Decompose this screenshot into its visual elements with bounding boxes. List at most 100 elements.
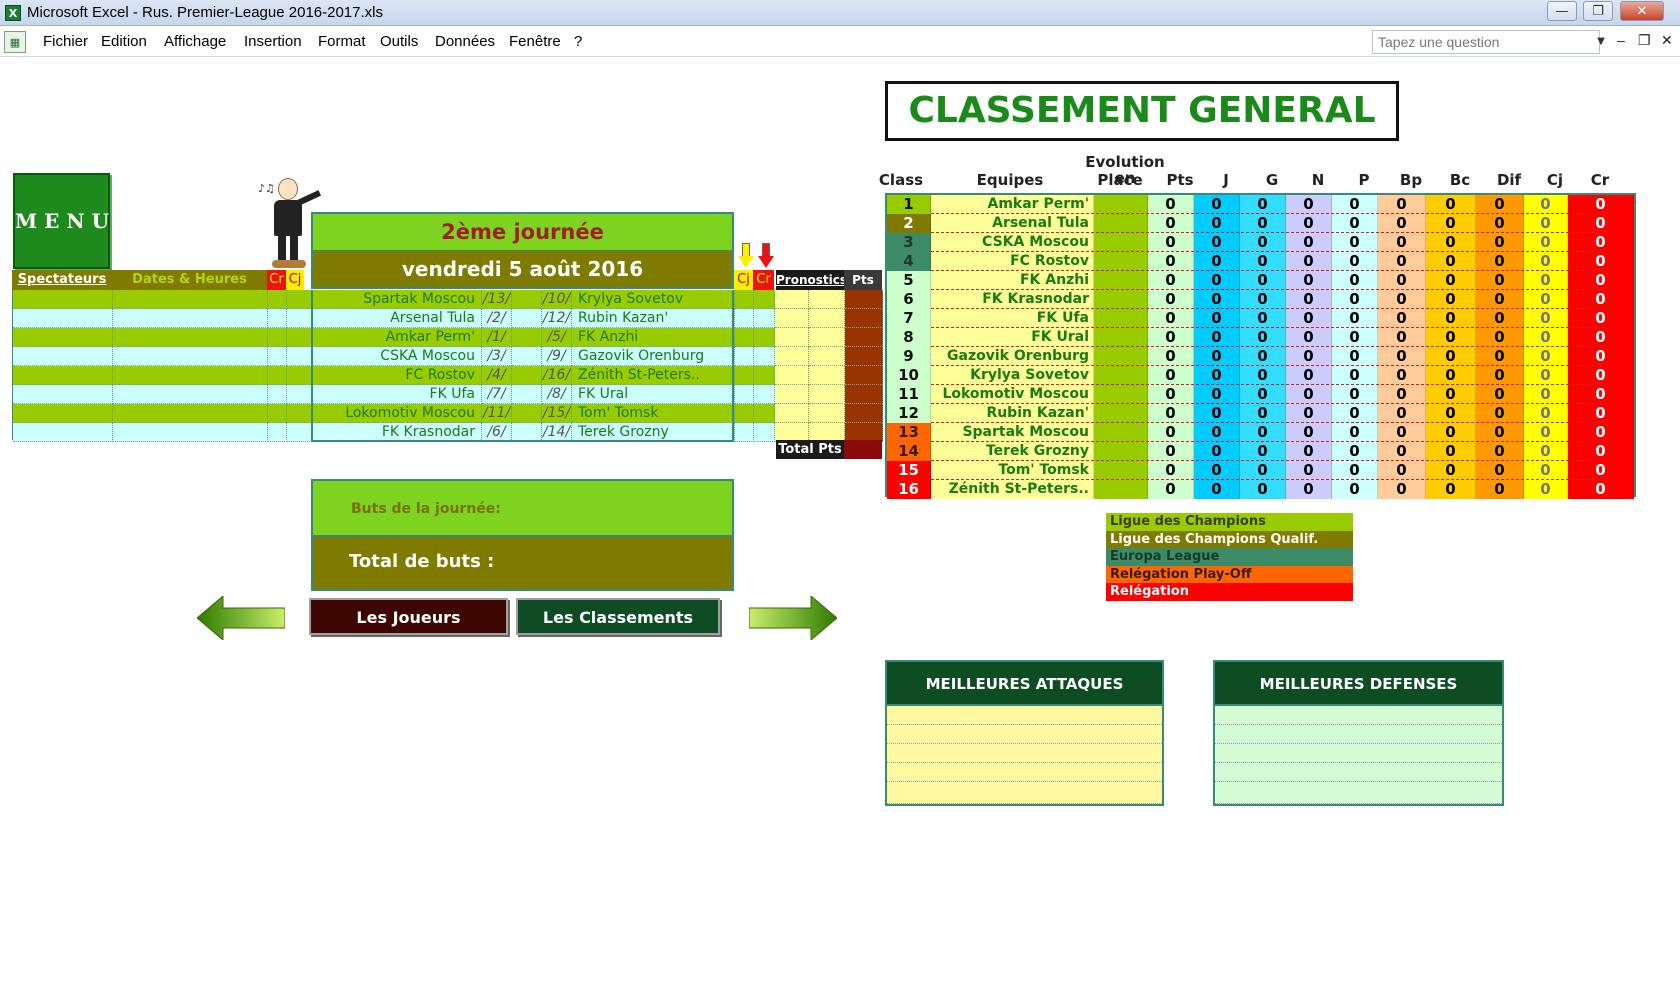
fixture-cell[interactable] <box>113 366 268 385</box>
header-spectateurs[interactable]: Spectateurs <box>12 270 112 290</box>
workbook-icon[interactable]: ▦ <box>4 31 26 53</box>
total-pts-value <box>844 440 882 459</box>
next-arrow-icon[interactable] <box>749 596 837 640</box>
fixture-cell[interactable] <box>809 290 845 309</box>
fixture-cell[interactable] <box>735 423 754 442</box>
fixture-cell[interactable] <box>113 347 268 366</box>
fixture-cell[interactable] <box>754 347 775 366</box>
menu-fenetre[interactable]: Fenêtre <box>509 33 561 50</box>
mdi-close-button[interactable]: ✕ <box>1661 32 1673 48</box>
fixture-cell[interactable] <box>809 309 845 328</box>
fixture-cell[interactable] <box>287 423 312 442</box>
help-dropdown-icon[interactable]: ▼ <box>1597 36 1605 47</box>
fixture-cell[interactable] <box>287 309 312 328</box>
fixture-cell[interactable] <box>735 366 754 385</box>
evolution-cell <box>1094 271 1148 290</box>
legend-item: Ligue des Champions <box>1106 513 1353 531</box>
fixture-cell[interactable] <box>754 385 775 404</box>
fixture-cell[interactable] <box>268 290 287 309</box>
fixture-cell[interactable] <box>775 309 809 328</box>
fixture-cell[interactable] <box>113 385 268 404</box>
fixture-cell[interactable] <box>113 328 268 347</box>
menu-help[interactable]: ? <box>574 33 583 50</box>
menu-affichage[interactable]: Affichage <box>164 33 227 50</box>
menu-format[interactable]: Format <box>318 33 366 50</box>
cr-cell: 0 <box>1568 442 1634 461</box>
fixture-cell[interactable] <box>735 347 754 366</box>
fixture-cell[interactable] <box>268 347 287 366</box>
away-team: Zénith St-Peters.. <box>572 366 735 385</box>
fixture-cell[interactable] <box>113 309 268 328</box>
fixture-cell[interactable] <box>287 385 312 404</box>
fixture-cell[interactable] <box>809 328 845 347</box>
fixture-cell[interactable] <box>754 290 775 309</box>
fixture-cell[interactable] <box>775 385 809 404</box>
menu-edition[interactable]: Edition <box>101 33 147 50</box>
cr-cell: 0 <box>1568 252 1634 271</box>
fixture-cell[interactable] <box>113 423 268 442</box>
excel-app-icon[interactable]: X <box>5 5 21 21</box>
header-dates-heures[interactable]: Dates & Heures <box>112 270 267 290</box>
menu-fichier[interactable]: Fichier <box>43 33 89 50</box>
menu-donnees[interactable]: Données <box>435 33 496 50</box>
fixture-cell[interactable] <box>754 366 775 385</box>
fixture-cell[interactable] <box>287 328 312 347</box>
fixture-cell[interactable] <box>809 347 845 366</box>
close-button[interactable]: ✕ <box>1620 1 1664 21</box>
fixture-cell[interactable] <box>13 347 113 366</box>
fixture-cell[interactable] <box>754 328 775 347</box>
fixture-cell[interactable] <box>809 404 845 423</box>
fixture-cell[interactable] <box>13 290 113 309</box>
restore-button[interactable]: ❐ <box>1583 1 1613 21</box>
fixture-cell[interactable] <box>287 347 312 366</box>
fixture-cell[interactable] <box>775 404 809 423</box>
fixture-cell[interactable] <box>113 290 268 309</box>
fixture-cell[interactable] <box>735 385 754 404</box>
minimize-button[interactable]: — <box>1547 1 1577 21</box>
fixture-cell[interactable] <box>775 366 809 385</box>
fixture-cell[interactable] <box>113 404 268 423</box>
fixture-cell[interactable] <box>775 347 809 366</box>
fixture-cell[interactable] <box>13 366 113 385</box>
fixture-cell[interactable] <box>268 309 287 328</box>
fixture-cell[interactable] <box>268 423 287 442</box>
n-cell: 0 <box>1286 309 1332 328</box>
fixture-cell[interactable] <box>13 309 113 328</box>
help-question-input[interactable]: Tapez une question <box>1372 30 1600 54</box>
fixture-cell[interactable] <box>13 328 113 347</box>
mdi-restore-button[interactable]: ❐ <box>1638 32 1651 48</box>
fixture-cell[interactable] <box>13 404 113 423</box>
fixture-cell[interactable] <box>268 404 287 423</box>
les-joueurs-button[interactable]: Les Joueurs <box>309 598 508 635</box>
fixture-cell[interactable] <box>809 385 845 404</box>
fixture-cell[interactable] <box>754 404 775 423</box>
fixture-cell[interactable] <box>287 366 312 385</box>
evolution-cell <box>1094 347 1148 366</box>
fixture-cell[interactable] <box>13 385 113 404</box>
fixture-cell[interactable] <box>268 328 287 347</box>
fixture-cell[interactable] <box>13 423 113 442</box>
fixture-cell[interactable] <box>735 404 754 423</box>
fixture-cell[interactable] <box>735 290 754 309</box>
n-cell: 0 <box>1286 271 1332 290</box>
fixture-cell[interactable] <box>268 366 287 385</box>
header-pronostics[interactable]: Pronostics <box>776 270 847 290</box>
fixture-cell[interactable] <box>754 309 775 328</box>
fixture-cell[interactable] <box>775 328 809 347</box>
fixture-cell[interactable] <box>775 290 809 309</box>
previous-arrow-icon[interactable] <box>197 596 285 640</box>
team-name: Spartak Moscou <box>931 423 1094 442</box>
fixture-cell[interactable] <box>287 404 312 423</box>
menu-button[interactable]: MENU <box>13 173 110 269</box>
fixture-cell[interactable] <box>754 423 775 442</box>
fixture-cell[interactable] <box>735 309 754 328</box>
fixture-cell[interactable] <box>809 366 845 385</box>
fixture-cell[interactable] <box>287 290 312 309</box>
menu-insertion[interactable]: Insertion <box>244 33 302 50</box>
menu-outils[interactable]: Outils <box>380 33 419 50</box>
fixture-cell[interactable] <box>268 385 287 404</box>
fixture-cell[interactable] <box>735 328 754 347</box>
mdi-minimize-button[interactable]: – <box>1617 32 1625 48</box>
les-classements-button[interactable]: Les Classements <box>516 598 720 635</box>
